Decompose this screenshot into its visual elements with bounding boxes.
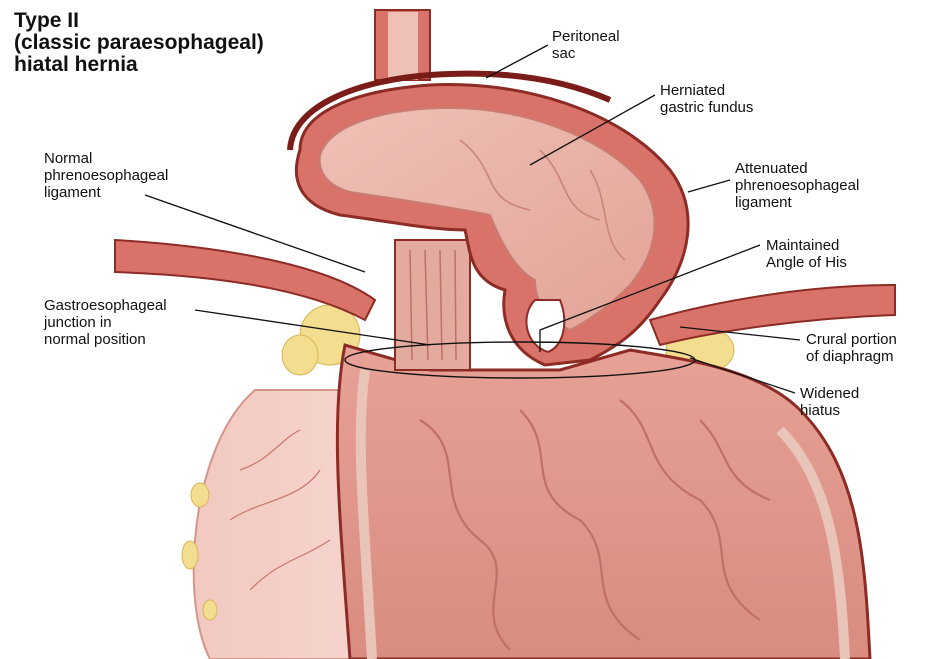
label-herniated-gastric-fundus: Herniated gastric fundus: [660, 82, 753, 116]
esophagus-lumen: [388, 12, 418, 80]
title-line-2: (classic paraesophageal): [14, 32, 264, 54]
label-widened-hiatus: Widened hiatus: [800, 385, 859, 419]
label-crural-portion-of-diaphragm: Crural portion of diaphragm: [806, 331, 897, 365]
label-attenuated-phrenoesophageal-ligament: Attenuated phrenoesophageal ligament: [735, 160, 859, 211]
label-peritoneal-sac: Peritoneal sac: [552, 28, 620, 62]
esophagus-lower: [395, 240, 470, 370]
label-maintained-angle-of-his: Maintained Angle of His: [766, 237, 847, 271]
label-gastroesophageal-junction: Gastroesophageal junction in normal posi…: [44, 297, 167, 348]
title-line-3: hiatal hernia: [14, 54, 138, 76]
title-line-1: Type II: [14, 10, 79, 32]
stomach-body: [337, 345, 870, 659]
label-normal-phrenoesophageal-ligament: Normal phrenoesophageal ligament: [44, 150, 168, 201]
